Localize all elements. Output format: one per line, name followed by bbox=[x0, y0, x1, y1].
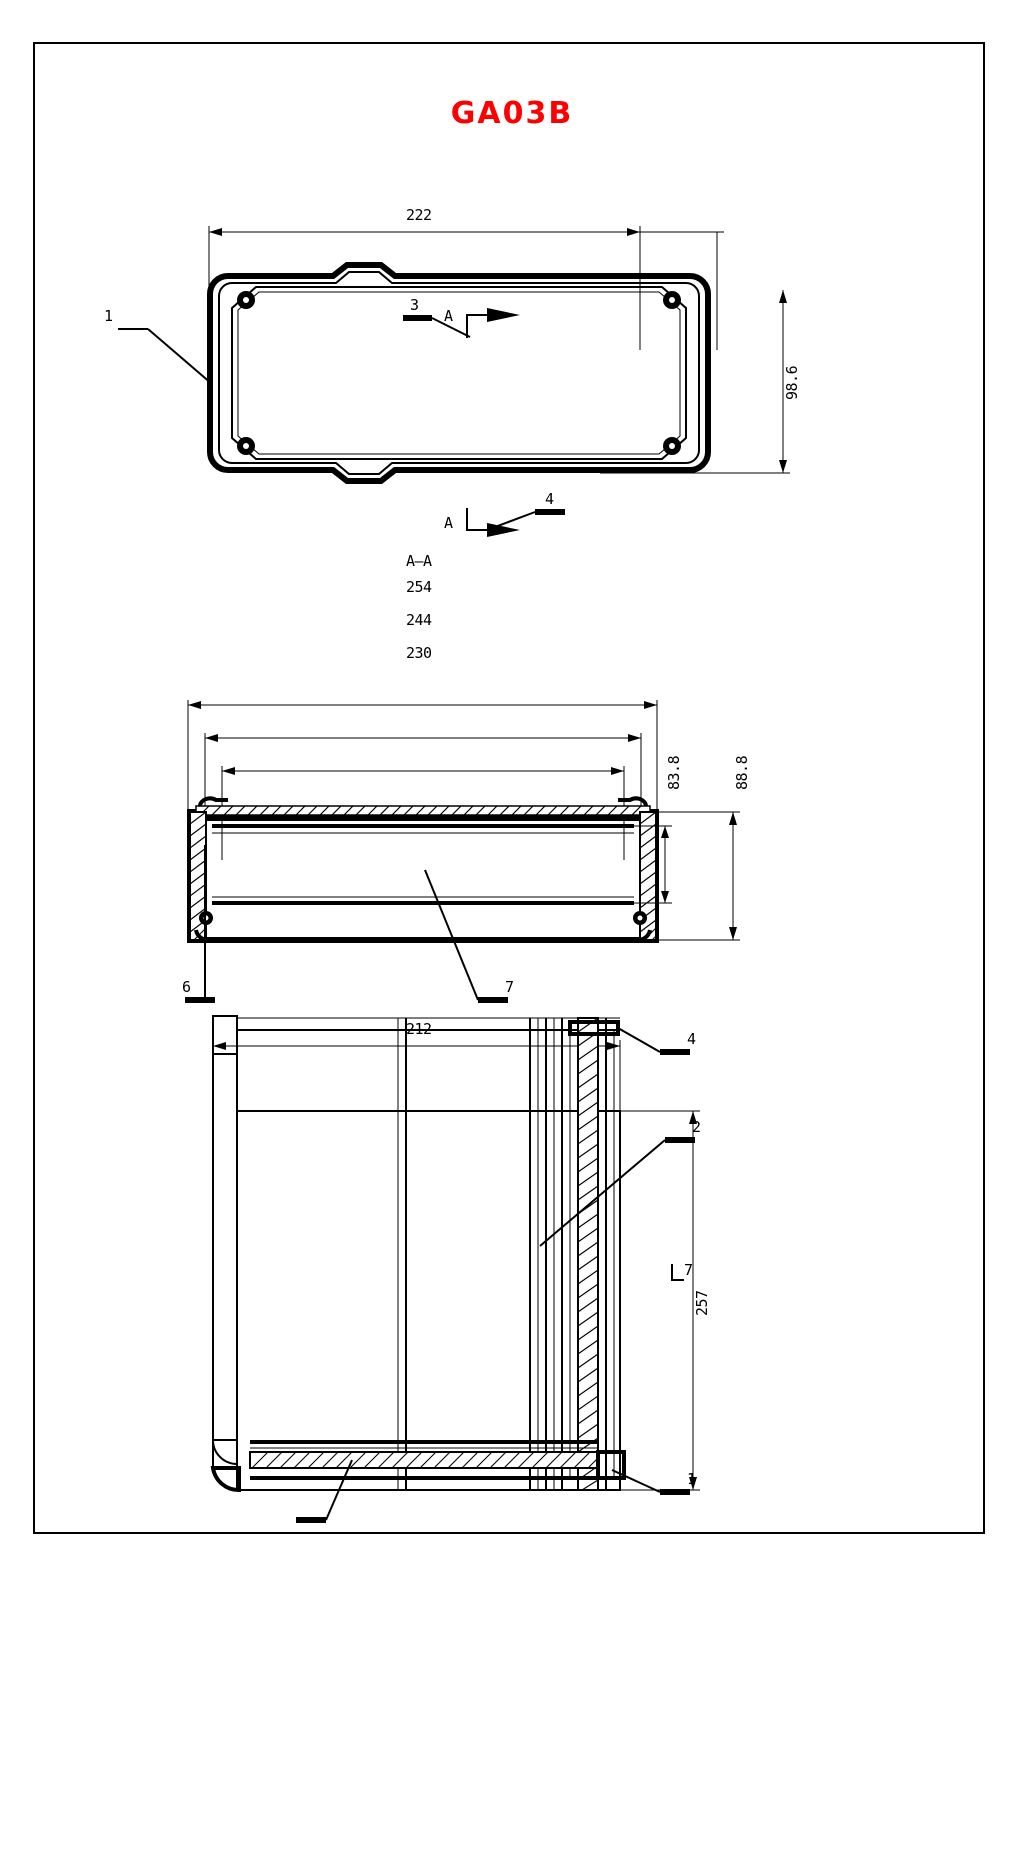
section-mark-a-bottom: A bbox=[444, 514, 454, 532]
section-label-a-a: A—A bbox=[406, 552, 432, 570]
dim-254: 254 bbox=[406, 578, 432, 596]
balloon-7-section: 7 bbox=[505, 978, 515, 996]
dim-88-8: 88.8 bbox=[733, 755, 751, 790]
dim-83-8: 83.8 bbox=[665, 755, 683, 790]
drawing-frame bbox=[33, 42, 985, 1534]
balloon-2: 2 bbox=[692, 1118, 702, 1136]
balloon-7-side: 7 bbox=[684, 1261, 694, 1279]
dim-230: 230 bbox=[406, 644, 432, 662]
dim-222: 222 bbox=[406, 206, 432, 224]
dim-212: 212 bbox=[406, 1020, 432, 1038]
balloon-4-top-view: 4 bbox=[545, 490, 555, 508]
dim-244: 244 bbox=[406, 611, 432, 629]
balloon-1-side: 1 bbox=[687, 1470, 697, 1488]
section-mark-a-top: A bbox=[444, 307, 454, 325]
dim-98-6: 98.6 bbox=[783, 365, 801, 400]
balloon-6: 6 bbox=[182, 978, 192, 996]
dim-257: 257 bbox=[693, 1290, 711, 1316]
balloon-4-side: 4 bbox=[687, 1030, 697, 1048]
balloon-1: 1 bbox=[104, 307, 114, 325]
page-title: GA03B bbox=[450, 96, 574, 131]
balloon-3: 3 bbox=[410, 296, 420, 314]
